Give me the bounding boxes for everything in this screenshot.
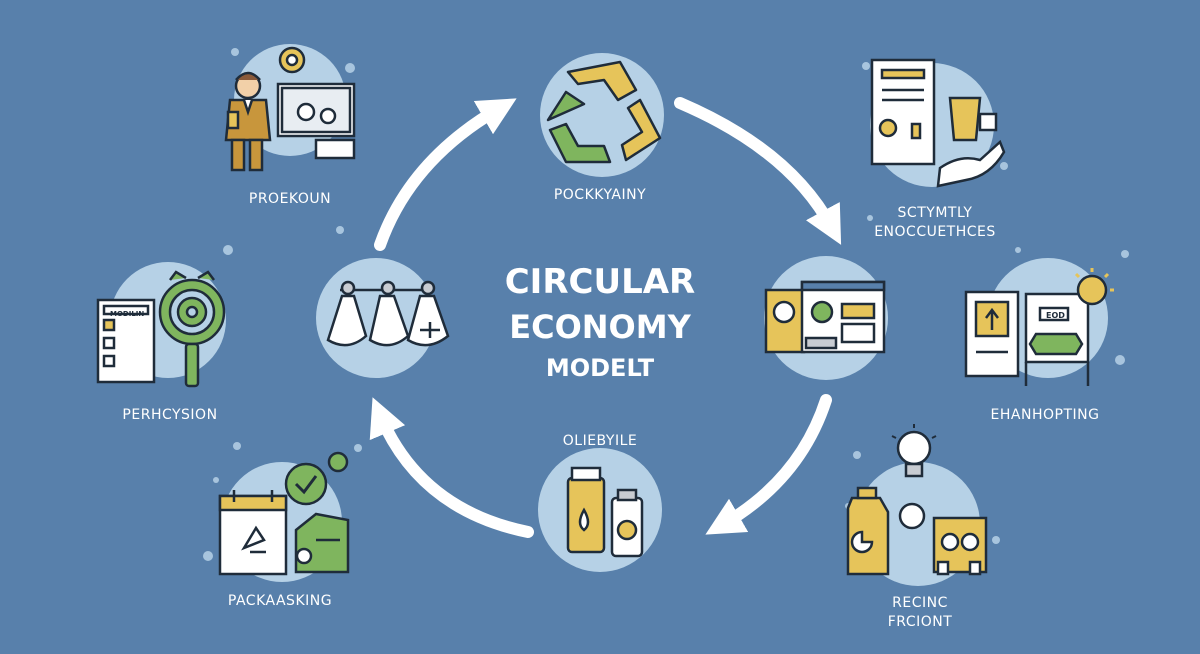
label-packaasking: PACKAASKING: [227, 593, 333, 609]
label-enoccuethces: ENOCCUETHCES: [874, 224, 996, 240]
label-pockkyainy: POCKKYAINY: [553, 187, 647, 203]
node-bulb-jugs: [846, 424, 988, 586]
recycle-icon: [546, 60, 662, 164]
flasks-icon: [326, 280, 450, 347]
label-oleibyile: OLIEBYILE: [562, 433, 638, 449]
node-gear-magnifier: [96, 262, 226, 388]
recycle-calendar-icon: [218, 451, 350, 576]
node-document-hand: [870, 58, 1006, 188]
sign-board-text: EOD: [1046, 311, 1065, 320]
label-perhcysion: PERHCYSION: [122, 407, 218, 423]
label-proekoun: PROEKOUN: [248, 191, 332, 207]
node-bottles: [538, 448, 662, 572]
dashboard-icon: [764, 280, 886, 354]
title-line-1: CIRCULAR: [504, 262, 696, 302]
label-frciont: FRCIONT: [887, 614, 953, 630]
arrow-bottom-right: [705, 394, 832, 535]
node-businessman: [224, 44, 356, 172]
label-recinc: RECINC: [892, 595, 948, 611]
document-hand-icon: [870, 58, 1006, 188]
node-sign-board: [964, 258, 1114, 386]
node-recycle-calendar: [218, 451, 350, 582]
modeling-sheet-text: MODILIN: [110, 310, 144, 318]
arrow-bottom-left: [369, 397, 534, 538]
arrow-top-right: [674, 97, 842, 245]
label-ehanhopting: EHANHOPTING: [990, 407, 1100, 423]
bottles-icon: [566, 466, 644, 558]
arrow-top-left: [374, 98, 517, 251]
node-dashboard: [764, 256, 888, 380]
title-line-2: ECONOMY: [509, 308, 691, 346]
businessman-icon: [224, 46, 356, 172]
title-line-3: MODELT: [545, 354, 655, 382]
decorative-dots: [156, 48, 1129, 561]
node-flasks: [316, 258, 450, 378]
ring-arrows: [369, 97, 842, 538]
node-recycle: [540, 53, 664, 177]
bulb-jugs-icon: [846, 424, 988, 576]
sign-board-icon: [964, 268, 1114, 386]
gear-magnifier-icon: [96, 270, 226, 388]
label-sctymtly: SCTYMTLY: [897, 205, 973, 221]
